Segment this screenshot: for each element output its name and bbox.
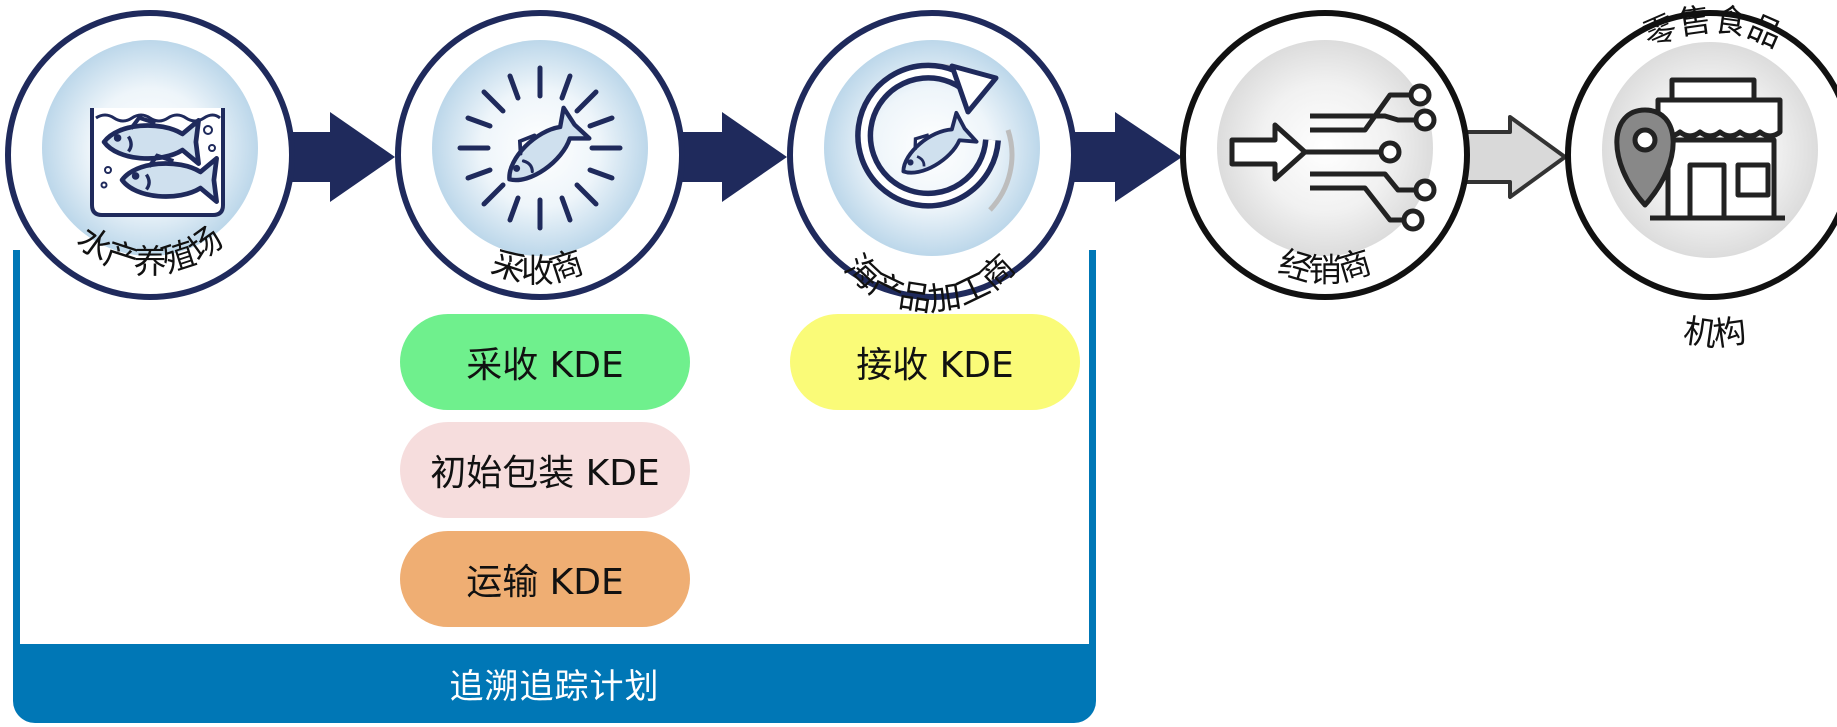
kde-receiving-pill: 接收 KDE (790, 314, 1080, 410)
arrow-processor-to-distributor (1071, 112, 1182, 202)
fish-burst-icon (457, 65, 623, 231)
svg-text:机构: 机构 (1681, 311, 1749, 354)
svg-text:采收商: 采收商 (487, 242, 588, 290)
arrow-distributor-to-retail (1462, 115, 1567, 199)
node-distributor: 经销商 (1180, 10, 1470, 300)
fish-cycle-icon (855, 62, 1015, 212)
traceability-program-bar: 追溯追踪计划 (13, 644, 1096, 723)
node-label-retail: 机构 (1681, 311, 1749, 354)
kde-initial-packing-pill: 初始包装 KDE (400, 422, 690, 518)
kde-shipping-pill: 运输 KDE (400, 531, 690, 627)
node-seafood-processor: 海产品加工商 (787, 10, 1077, 319)
fish-tank-icon (90, 108, 225, 217)
arrow-farm-to-harvester (285, 112, 395, 202)
kde-harvest-pill: 采收 KDE (400, 314, 690, 410)
node-retail-food-establishment: 零售食品 机构 (1565, 0, 1837, 354)
distribution-circuit-icon (1229, 83, 1437, 232)
node-aquaculture-farm: 水产养殖场 (5, 10, 295, 300)
program-bracket-right (1089, 250, 1096, 650)
storefront-pin-icon (1614, 77, 1785, 221)
node-label-harvester: 采收商 (487, 242, 588, 290)
program-bracket-left (13, 250, 20, 650)
arrow-harvester-to-processor (678, 112, 787, 202)
node-harvester: 采收商 (395, 10, 685, 300)
